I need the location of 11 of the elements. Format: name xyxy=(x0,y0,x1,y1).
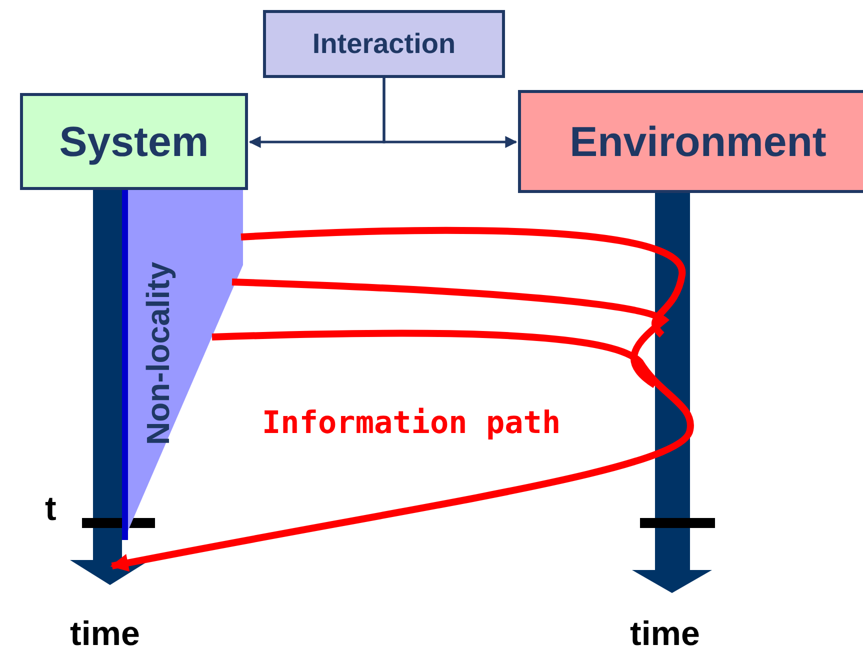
label-box: Interaction xyxy=(263,10,505,78)
label-box: System xyxy=(20,93,248,190)
label-box: Environment xyxy=(518,90,863,193)
arrow xyxy=(382,78,518,148)
axis-label: time xyxy=(630,615,700,654)
region-label: Non-locality xyxy=(140,260,177,445)
non-locality-region xyxy=(122,190,243,540)
edge-label: Information path xyxy=(262,405,561,441)
time-marker-label: t xyxy=(45,490,56,529)
axis-label: time xyxy=(70,615,140,654)
arrow xyxy=(108,226,694,572)
